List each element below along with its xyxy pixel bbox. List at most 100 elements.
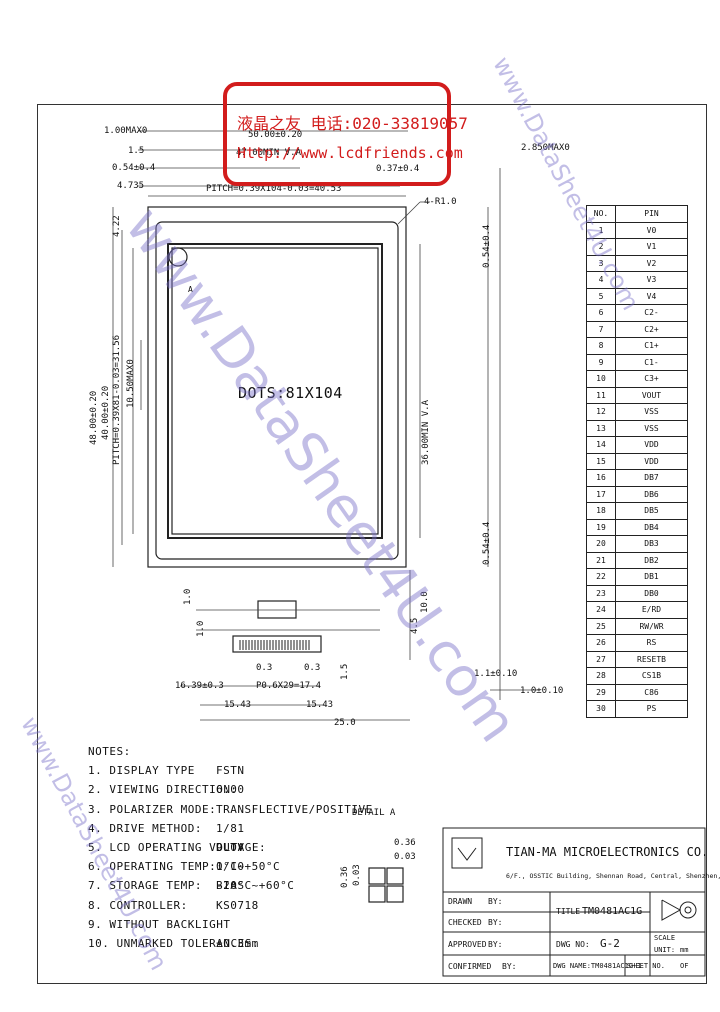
pin-name: V0 (615, 221, 688, 239)
dim-1-0b: 1.0 (196, 620, 206, 637)
dim-width-top: 50.00±0.20 (248, 130, 303, 140)
dim-250: 25.0 (334, 718, 356, 728)
pin-number: 17 (586, 485, 616, 503)
dim-height-outer: 48.00±0.20 (89, 390, 99, 445)
viewing-area (167, 243, 383, 539)
dwg-name: DWG NAME:TM0481AC1G-1 (553, 962, 642, 970)
pin-number: 21 (586, 551, 616, 569)
pin-number: 15 (586, 452, 616, 470)
pin-name: DB4 (615, 518, 688, 536)
pin-number: 12 (586, 403, 616, 421)
detail-dim-003: 0.03 (394, 852, 416, 862)
dim-11: 1.1±0.10 (474, 669, 518, 679)
note-value: ±0.3mm (216, 936, 259, 950)
unit-label: UNIT: (654, 946, 676, 954)
dim-pitch-vertical: PITCH=0.39X81-0.03=31.56 (112, 334, 122, 465)
note-label: 1. DISPLAY TYPE (88, 764, 195, 778)
pin-number: 27 (586, 650, 616, 668)
detail-a-label: DETAIL A (352, 808, 396, 818)
pin-number: 8 (586, 337, 616, 355)
pin-name: PS (615, 700, 688, 718)
dim-radius: 4-R1.0 (424, 197, 457, 207)
scale-label: SCALE (654, 934, 676, 942)
dim-15: 1.5 (340, 663, 350, 680)
drawn-by: BY: (488, 897, 503, 906)
detail-dim-006: 0.36 (394, 838, 416, 848)
detail-square (386, 867, 404, 885)
pin-name: DB2 (615, 551, 688, 569)
note-value: 6:00 (216, 783, 245, 797)
note-label: 6. OPERATING TEMP: (88, 860, 217, 874)
note-value: TRANSFLECTIVE/POSITIVE (216, 802, 373, 816)
title-value: TM0481AC1G (582, 906, 643, 917)
pin-number: 18 (586, 502, 616, 520)
pin-name: VSS (615, 403, 688, 421)
detail-square (386, 885, 404, 903)
pin-number: 7 (586, 320, 616, 338)
drawing-frame (37, 104, 707, 984)
dim-1543a: 15.43 (224, 700, 252, 710)
pin-name: DB7 (615, 469, 688, 487)
approved-by: BY: (488, 940, 503, 949)
pin-name: C1- (615, 353, 688, 371)
detail-square (368, 867, 386, 885)
pin-name: DB5 (615, 502, 688, 520)
panel (155, 221, 399, 560)
pin-number: 23 (586, 584, 616, 602)
pin-number: 10 (586, 370, 616, 388)
pin-name: C2+ (615, 320, 688, 338)
confirmed-label: CONFIRMED (448, 962, 492, 971)
pin-name: C86 (615, 683, 688, 701)
note-label: 2. VIEWING DIRECTION: (88, 783, 238, 797)
pin-number: 6 (586, 304, 616, 322)
dim-pitch-fpc: P0.6X29=17.4 (256, 681, 322, 691)
dim-2850: 2.850MAX0 (521, 143, 570, 153)
note-item: 8. CONTROLLER:KS0718 (88, 896, 266, 915)
pin-name: RESETB (615, 650, 688, 668)
note-item: 9. WITHOUT BACKLIGHT (88, 915, 266, 934)
detail-dim-003b: 0.03 (352, 864, 362, 886)
pin-number: 25 (586, 617, 616, 635)
dwg-no-label: DWG NO: (556, 940, 590, 949)
stamp-line-2: Http://www.lcdfriends.com (237, 144, 463, 162)
note-value: -20°C~+60°C (216, 879, 295, 893)
title-block (442, 827, 706, 977)
pin-name: C1+ (615, 337, 688, 355)
pin-number: 24 (586, 601, 616, 619)
note-item: 7. STORAGE TEMP: -20°C~+60°C (88, 876, 294, 895)
note-item: 10. UNMARKED TOLERANCES:±0.3mm (88, 934, 266, 953)
dim-va-vertical: 36.00MIN V.A (421, 399, 431, 465)
pin-name: RS (615, 634, 688, 652)
pin-name: DB3 (615, 535, 688, 553)
dwg-no-value: G-2 (600, 937, 620, 950)
pin-name: VOUT (615, 386, 688, 404)
pin-number: 13 (586, 419, 616, 437)
dim-height-inner: 40.00±0.20 (101, 385, 111, 440)
sheet-label: SHEET NO. (627, 962, 665, 970)
dim-10c: 1.0±0.10 (520, 686, 564, 696)
pin-number: 11 (586, 386, 616, 404)
dim-right-top: 0.37±0.4 (376, 164, 420, 174)
dim-03b: 0.3 (304, 663, 321, 673)
note-label: 7. STORAGE TEMP: (88, 879, 202, 893)
company-address: 6/F., OSSTIC Building, Shennan Road, Cen… (506, 872, 720, 880)
note-value: KS0718 (216, 898, 259, 912)
